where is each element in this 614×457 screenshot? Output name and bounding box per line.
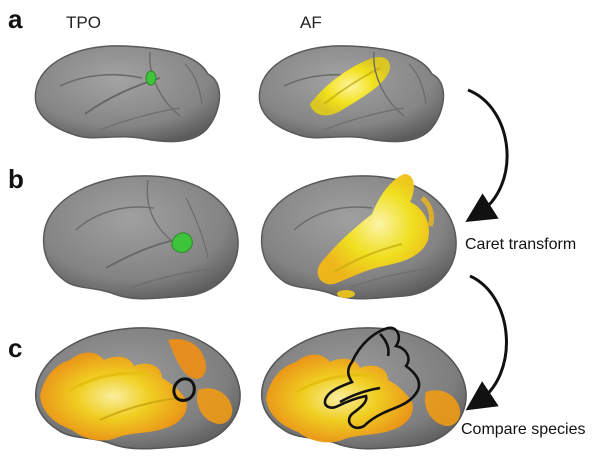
human-brain-comparison-tpo: [34, 327, 241, 450]
macaque-brain-af: [258, 45, 445, 143]
column-header-tpo: TPO: [66, 13, 101, 32]
caret-transform-label: Caret transform: [465, 236, 577, 253]
af-outline: [323, 326, 421, 430]
panel-letter-b: b: [8, 164, 24, 194]
overlap-map-right: [266, 354, 461, 443]
tpo-activation-blob-human: [171, 232, 193, 253]
panel-letter-a: a: [8, 4, 23, 34]
tpo-outline: [172, 377, 196, 402]
column-header-af: AF: [300, 13, 322, 32]
panel-letter-c: c: [8, 333, 23, 363]
macaque-brain-tpo: [34, 45, 221, 143]
compare-species-label: Compare species: [461, 421, 586, 438]
human-brain-tpo: [42, 175, 239, 300]
human-brain-comparison-af: [260, 326, 467, 450]
compare-species-arrow: [465, 274, 508, 411]
caret-transform-arrow: [465, 88, 509, 223]
af-activation-human: [317, 174, 435, 298]
overlap-map-left: [40, 338, 233, 441]
human-brain-af: [260, 174, 457, 300]
af-activation-macaque: [310, 56, 391, 116]
tpo-activation-blob-macaque: [145, 70, 157, 86]
